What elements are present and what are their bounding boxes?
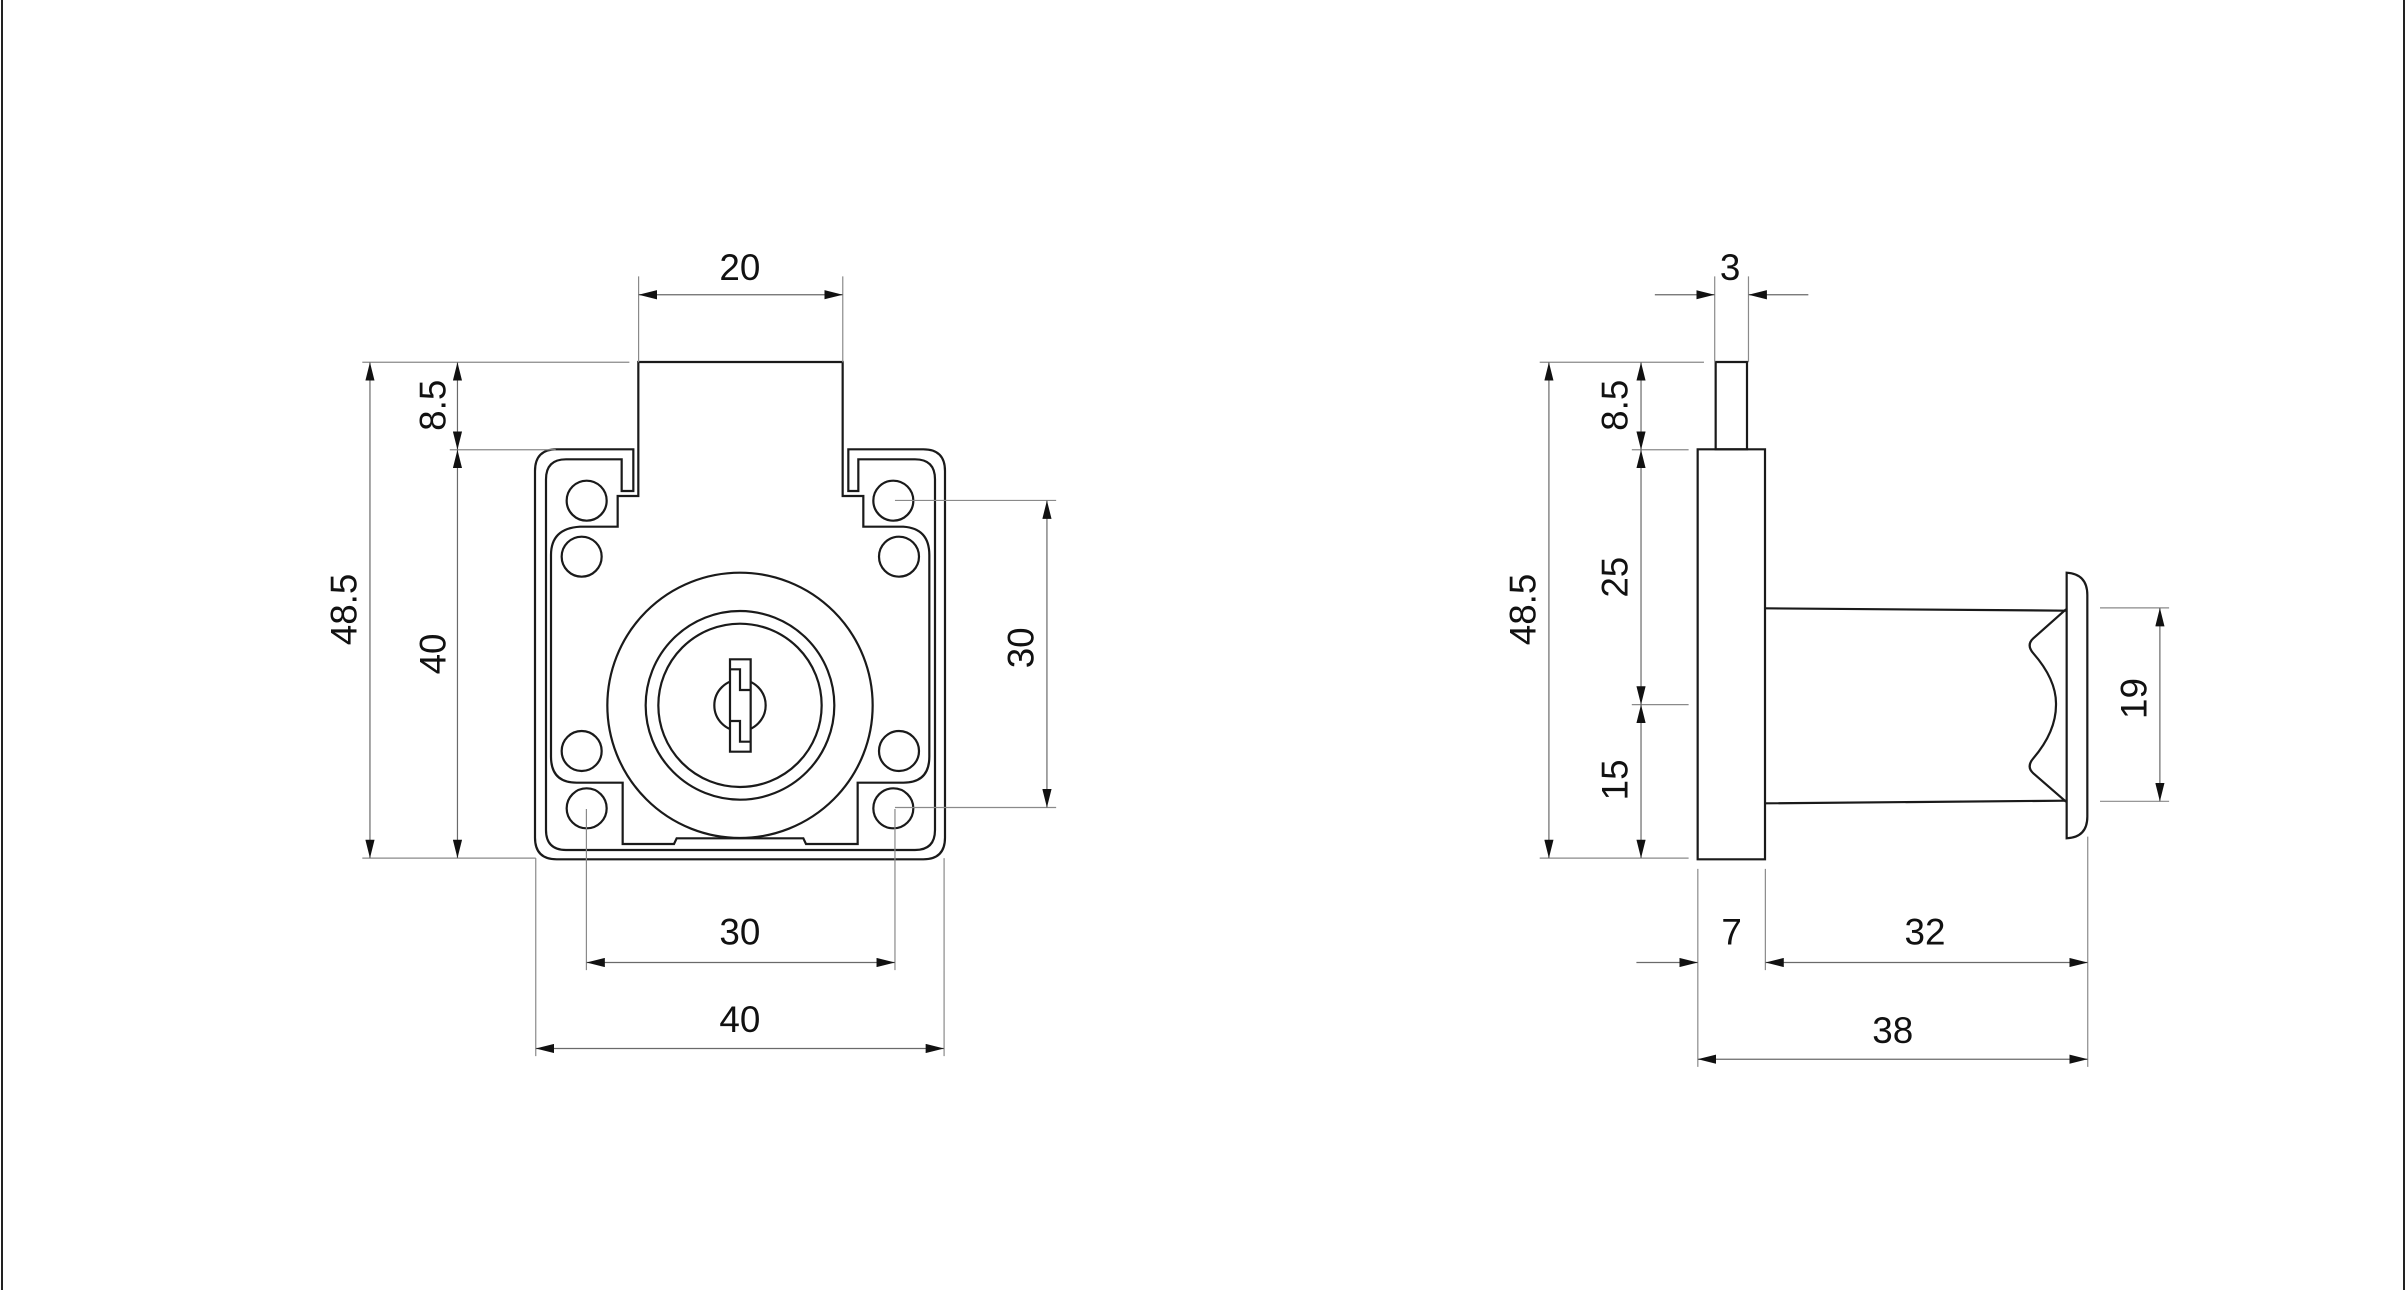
dim-side-total-height: 48.5 bbox=[1503, 574, 1544, 646]
screw-holes bbox=[562, 481, 919, 829]
extension-lines-front bbox=[362, 276, 1056, 1056]
cylinder-head bbox=[2067, 573, 2088, 839]
dimensions: 20 48.5 8.5 40 30 30 40 3 48.5 8.5 25 bbox=[324, 247, 2169, 1067]
extension-lines-side bbox=[1540, 276, 2169, 1067]
screw-hole bbox=[879, 537, 919, 577]
dim-total-depth: 38 bbox=[1872, 1010, 1913, 1051]
dim-tongue-width: 20 bbox=[719, 247, 760, 288]
cylinder-core bbox=[658, 624, 821, 787]
cylinder-neck bbox=[2030, 609, 2066, 801]
lock-body-outline bbox=[535, 449, 945, 859]
cylinder-shaft bbox=[1765, 608, 2066, 803]
mounting-plate-outline bbox=[551, 362, 929, 844]
screw-hole bbox=[567, 481, 607, 521]
screw-hole bbox=[562, 537, 602, 577]
screw-hole bbox=[879, 731, 919, 771]
dim-hole-spacing-horizontal: 30 bbox=[719, 912, 760, 953]
dim-tongue-height: 8.5 bbox=[413, 380, 454, 431]
screw-hole bbox=[562, 731, 602, 771]
dim-side-tongue-height: 8.5 bbox=[1595, 380, 1636, 431]
bolt-tongue bbox=[1716, 362, 1747, 449]
dim-cylinder-length: 32 bbox=[1905, 912, 1946, 953]
front-view bbox=[535, 362, 945, 859]
dim-body-width: 40 bbox=[719, 999, 760, 1040]
cylinder-ring bbox=[646, 611, 835, 800]
dim-hole-spacing-vertical: 30 bbox=[1001, 627, 1042, 668]
side-view bbox=[1698, 362, 2088, 859]
keyway-profile bbox=[730, 669, 751, 741]
keyway-icon bbox=[730, 659, 751, 751]
screw-hole bbox=[873, 788, 913, 828]
dim-body-depth: 7 bbox=[1721, 912, 1741, 953]
cylinder-flange bbox=[607, 573, 872, 838]
dim-total-height: 48.5 bbox=[324, 574, 365, 646]
dim-body-height: 40 bbox=[413, 633, 454, 674]
dim-flange-diameter: 19 bbox=[2114, 678, 2155, 719]
lock-body-side bbox=[1698, 449, 1765, 859]
dim-tongue-thickness: 3 bbox=[1720, 247, 1740, 288]
dim-lower-to-axis: 15 bbox=[1595, 759, 1636, 800]
dim-upper-to-axis: 25 bbox=[1595, 557, 1636, 598]
